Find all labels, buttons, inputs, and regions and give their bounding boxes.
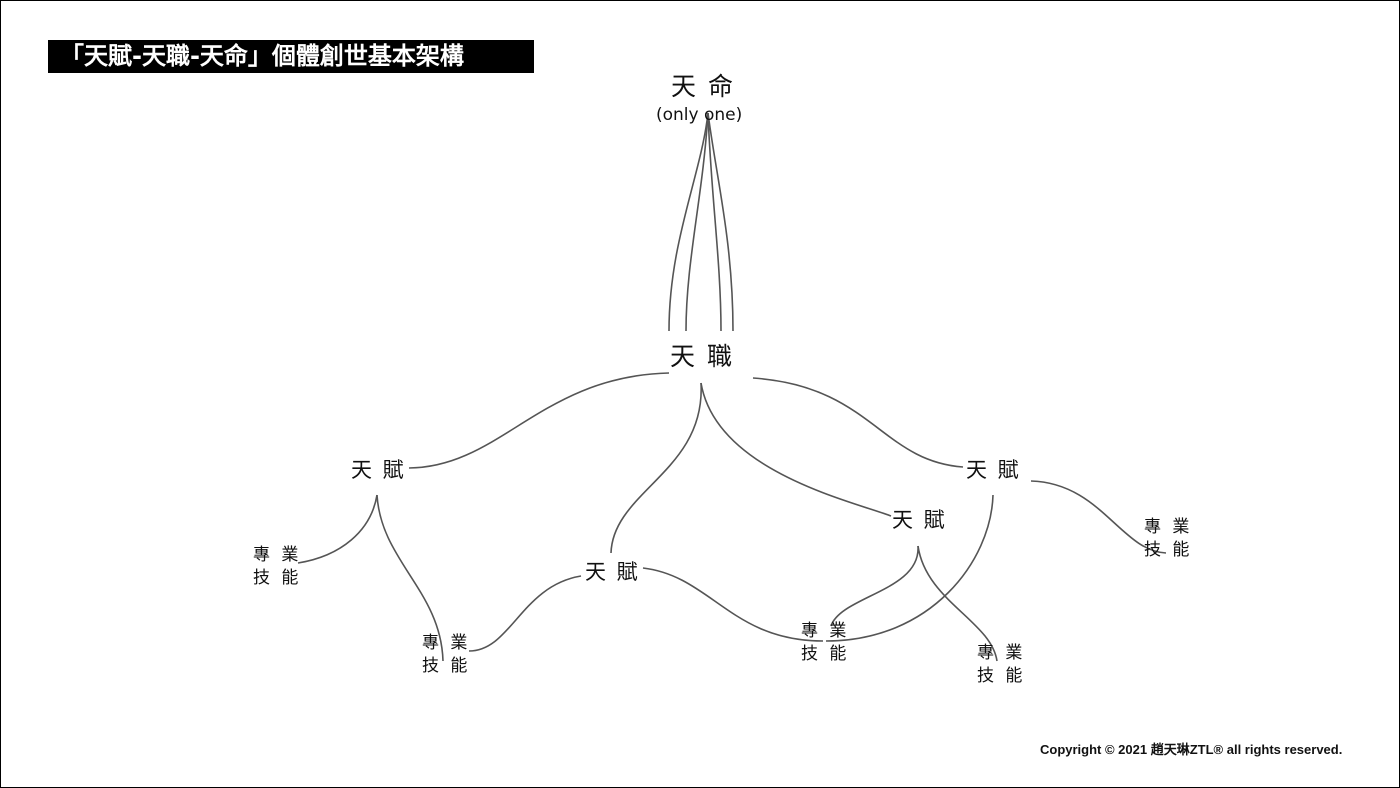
skill-node: 專 業 技 能 bbox=[977, 642, 1025, 688]
talent-node-center: 天 賦 bbox=[585, 560, 640, 584]
skill-line-2: 技 能 bbox=[422, 656, 471, 676]
destiny-label: 天 命 bbox=[671, 72, 735, 101]
link-destiny-vocation-3 bbox=[707, 112, 722, 332]
page-title: 「天賦-天職-天命」個體創世基本架構 bbox=[48, 40, 534, 73]
destiny-sublabel: (only one) bbox=[656, 105, 743, 125]
skill-line-1: 專 業 bbox=[253, 545, 302, 565]
link-destiny-vocation-1 bbox=[668, 112, 709, 332]
link-destiny-vocation-4 bbox=[707, 112, 734, 332]
link-talent-midright-skill-a bbox=[830, 545, 919, 627]
link-destiny-vocation-2 bbox=[685, 112, 709, 332]
link-vocation-talent-center bbox=[610, 382, 702, 554]
link-talent-right-skill-a bbox=[825, 494, 994, 642]
link-talent-left-skill-b bbox=[376, 494, 444, 662]
skill-line-2: 技 能 bbox=[801, 644, 850, 664]
skill-node: 專 業 技 能 bbox=[801, 620, 849, 666]
link-vocation-talent-right bbox=[752, 377, 964, 468]
vocation-node: 天 職 bbox=[670, 342, 734, 371]
skill-line-2: 技 能 bbox=[253, 568, 302, 588]
link-vocation-talent-left bbox=[408, 372, 670, 469]
skill-line-2: 技 能 bbox=[1144, 540, 1193, 560]
skill-line-2: 技 能 bbox=[977, 666, 1026, 686]
destiny-node: 天 命 (only one) bbox=[656, 67, 742, 125]
skill-line-1: 專 業 bbox=[422, 633, 471, 653]
skill-node: 專 業 技 能 bbox=[422, 632, 470, 678]
skill-line-1: 專 業 bbox=[1144, 517, 1193, 537]
link-talent-midright-skill-b bbox=[917, 545, 998, 662]
skill-line-1: 專 業 bbox=[977, 643, 1026, 663]
link-talent-right-skill-b bbox=[1030, 480, 1167, 554]
copyright-notice: Copyright © 2021 趙天琳ZTL® all rights rese… bbox=[1040, 742, 1343, 757]
link-talent-left-skill-a bbox=[297, 494, 378, 564]
link-vocation-talent-midright bbox=[700, 382, 892, 517]
talent-node-left: 天 賦 bbox=[351, 458, 406, 482]
skill-node: 專 業 技 能 bbox=[253, 544, 301, 590]
link-talent-center-skill-b bbox=[642, 567, 824, 642]
link-talent-center-skill-a bbox=[468, 575, 582, 652]
talent-node-mid-right: 天 賦 bbox=[892, 508, 947, 532]
skill-line-1: 專 業 bbox=[801, 621, 850, 641]
skill-node: 專 業 技 能 bbox=[1144, 516, 1192, 562]
talent-node-right: 天 賦 bbox=[966, 458, 1021, 482]
